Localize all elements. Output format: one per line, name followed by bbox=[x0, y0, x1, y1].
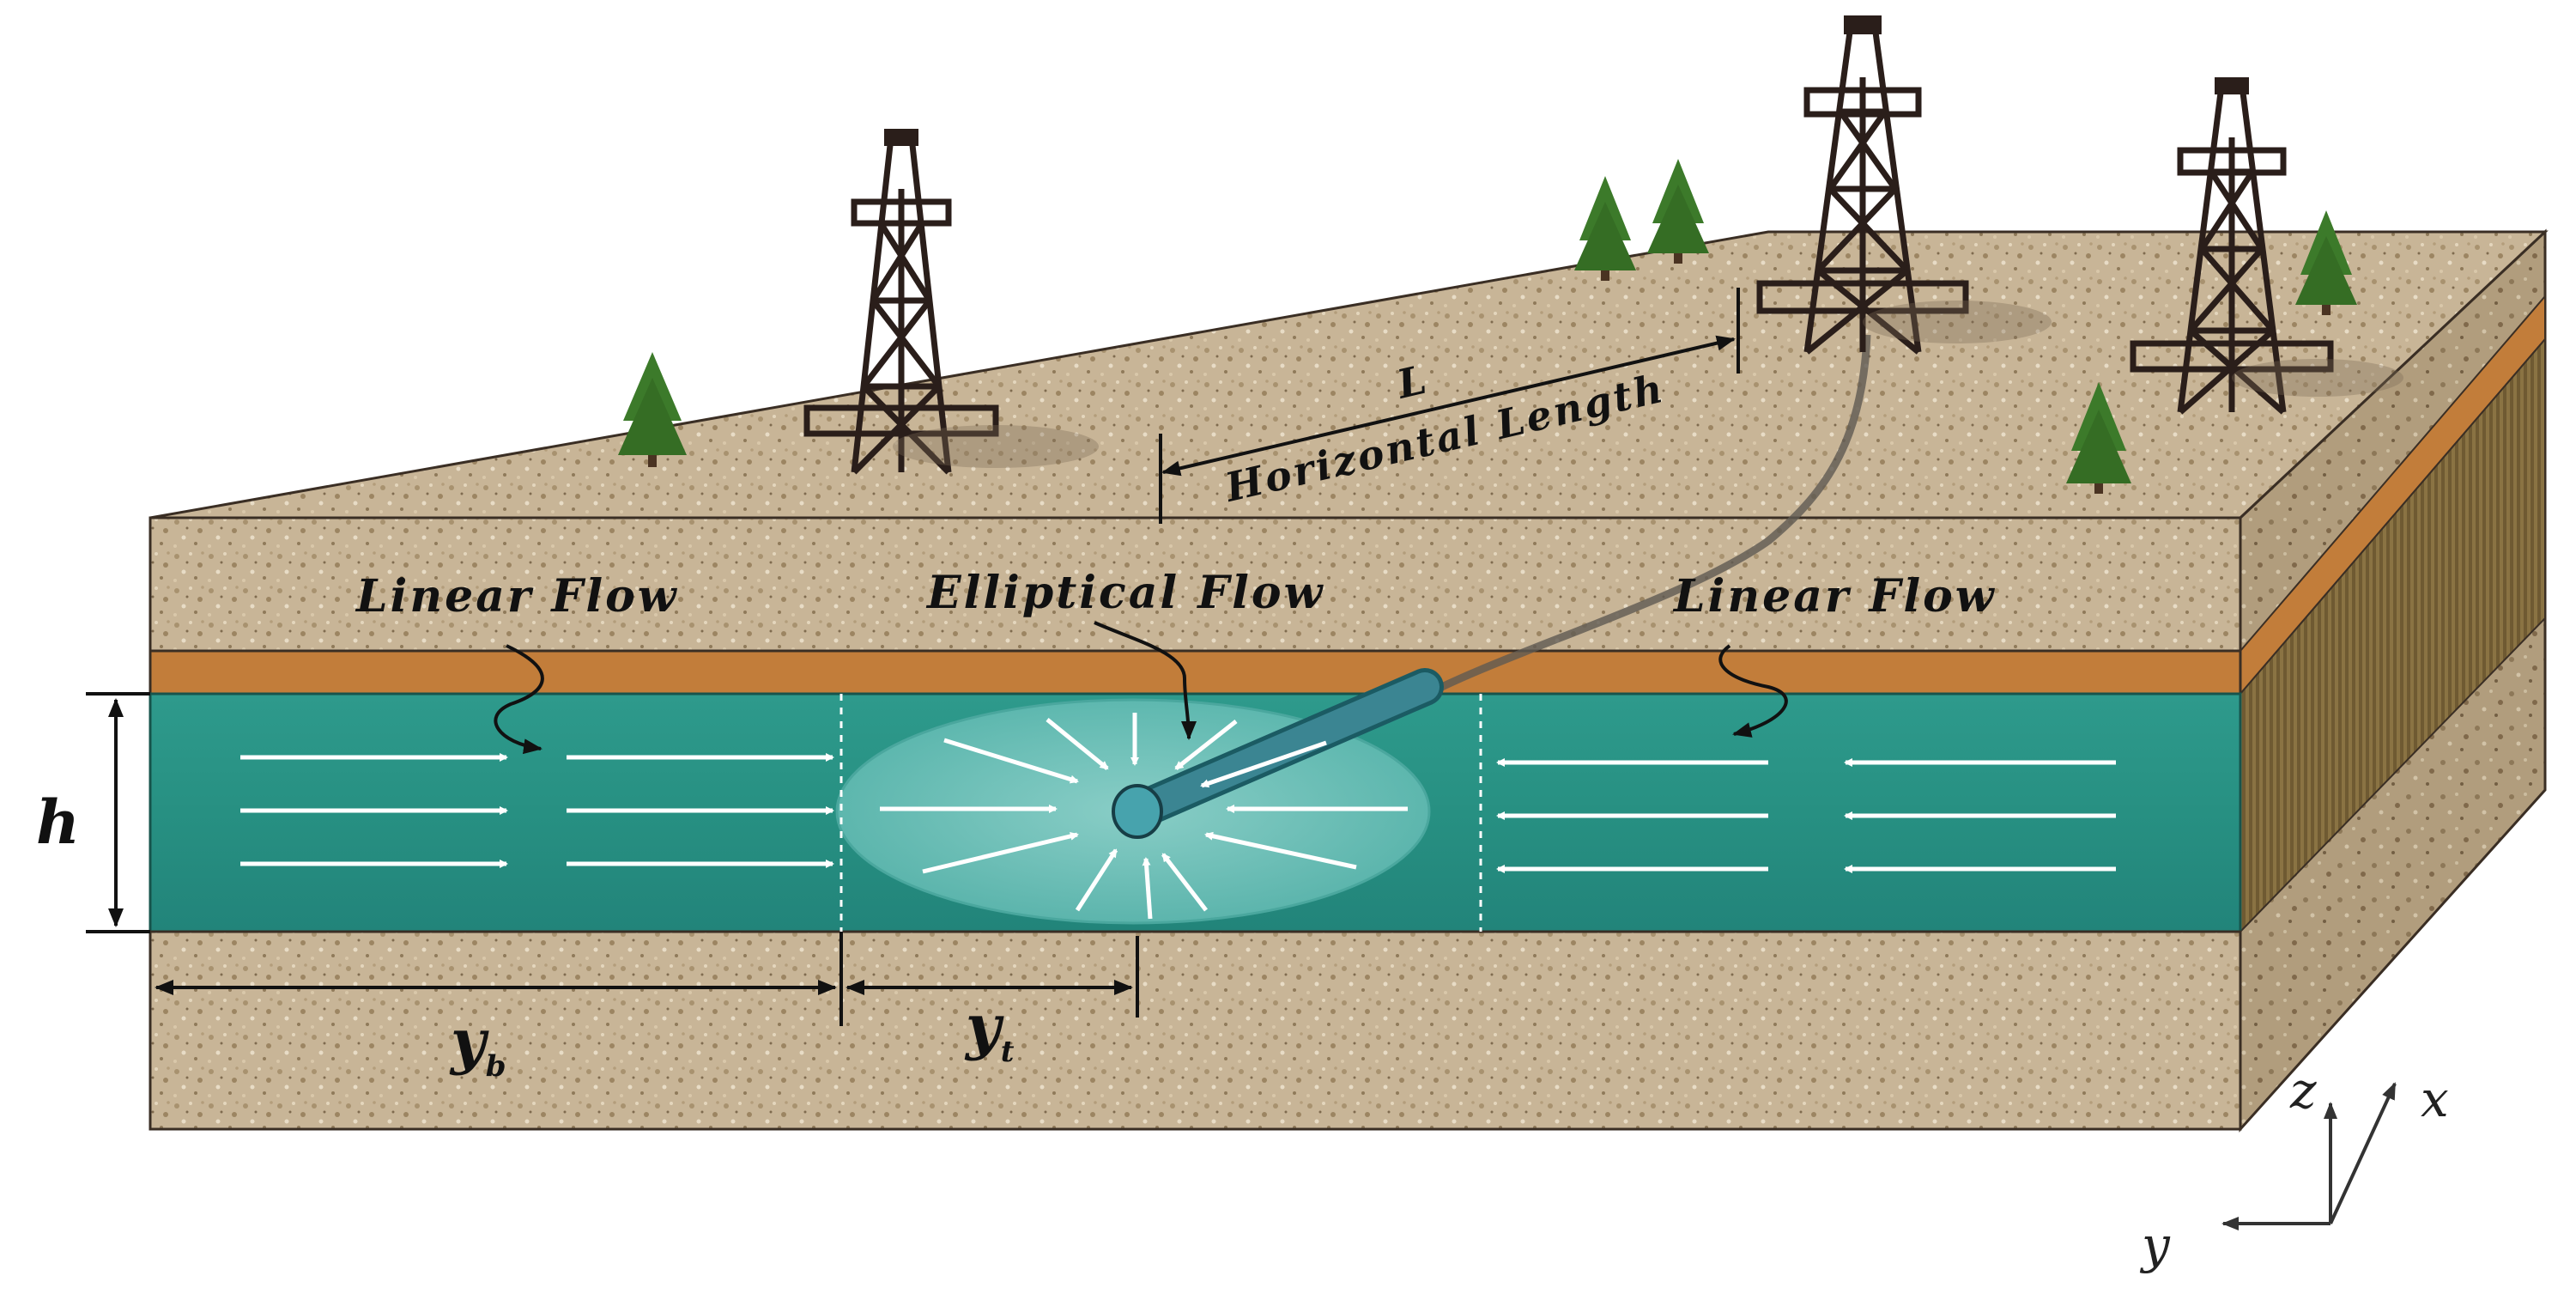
linear-flow-arrows-right bbox=[1496, 758, 2116, 873]
oil-derrick-icon bbox=[2130, 77, 2403, 415]
pine-tree-icon bbox=[618, 352, 687, 467]
lower-soil-layer bbox=[148, 930, 2242, 1131]
elliptical-flow-label: Elliptical Flow bbox=[925, 567, 1324, 619]
linear-flow-arrows-left bbox=[240, 753, 834, 868]
linear-flow-pointer-left bbox=[494, 644, 544, 755]
yb-dimension bbox=[155, 932, 843, 1026]
oil-derrick-icon bbox=[1756, 15, 2052, 355]
thickness-dimension bbox=[86, 692, 150, 933]
elliptical-flow-arrows bbox=[880, 713, 1408, 920]
thickness-label: h bbox=[36, 787, 80, 858]
axis-y-label: y bbox=[2139, 1216, 2171, 1274]
horizontal-length-dimension bbox=[1159, 288, 1740, 524]
pine-tree-icon bbox=[2295, 210, 2357, 315]
coordinate-axes bbox=[2221, 1082, 2397, 1230]
axis-z-label: z bbox=[2289, 1061, 2317, 1120]
pine-tree-icon bbox=[1647, 159, 1709, 264]
cap-rock-layer bbox=[148, 649, 2242, 696]
yb-label: yb bbox=[449, 1005, 506, 1084]
wellbore-trajectory bbox=[1414, 334, 1871, 703]
pine-tree-icon bbox=[2066, 382, 2131, 494]
block-right-side bbox=[2239, 228, 2547, 1133]
yt-dimension bbox=[846, 936, 1139, 1018]
linear-flow-label-left: Linear Flow bbox=[355, 570, 679, 623]
yt-label: yt bbox=[964, 991, 1015, 1069]
pine-tree-icon bbox=[1574, 176, 1636, 281]
upper-soil-layer bbox=[148, 516, 2242, 653]
axis-x-label: x bbox=[2421, 1070, 2449, 1128]
oil-derrick-icon bbox=[803, 129, 1099, 475]
wellbore-icon bbox=[1112, 668, 1444, 839]
elliptical-flow-pointer bbox=[1094, 621, 1197, 740]
linear-flow-label-right: Linear Flow bbox=[1672, 570, 1997, 623]
linear-flow-pointer-right bbox=[1718, 644, 1788, 738]
